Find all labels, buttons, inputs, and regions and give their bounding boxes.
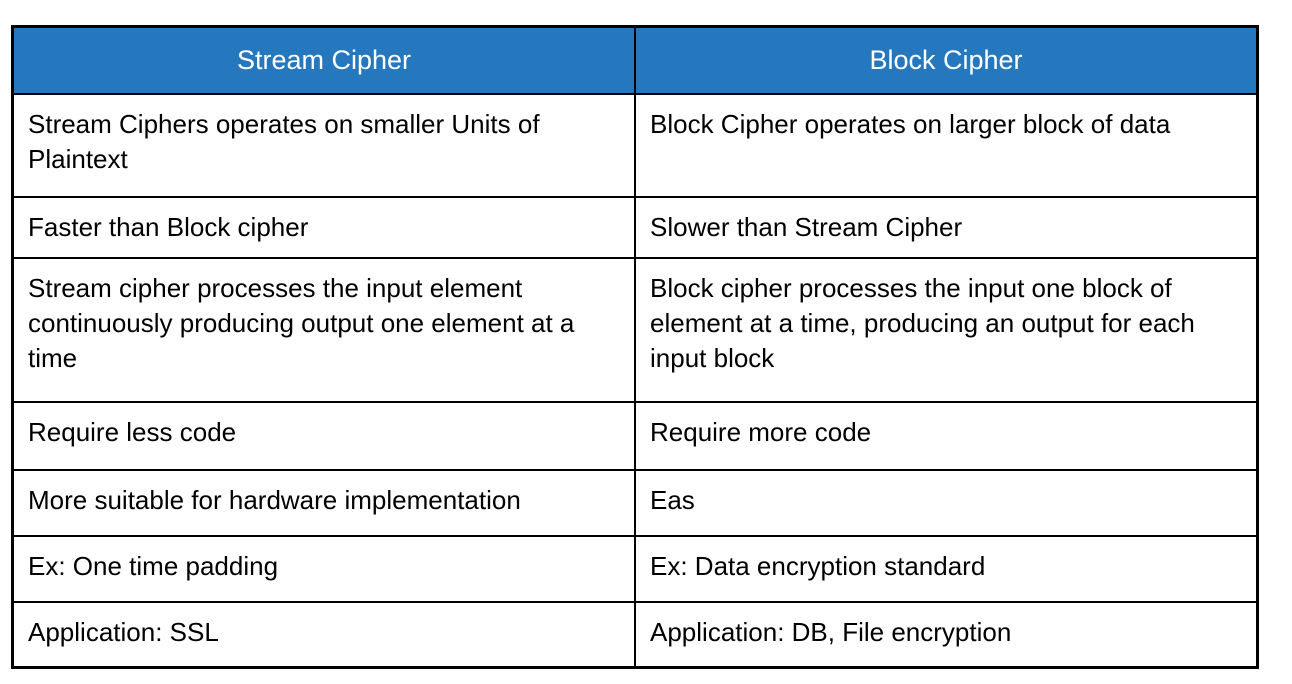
table-cell: Require less code — [11, 401, 636, 471]
header-cell-stream-cipher: Stream Cipher — [11, 25, 636, 95]
table-cell: Require more code — [634, 401, 1259, 471]
table-row: Faster than Block cipher Slower than Str… — [11, 196, 1259, 259]
table-cell: Slower than Stream Cipher — [634, 196, 1259, 259]
comparison-table: Stream Cipher Block Cipher Stream Cipher… — [11, 25, 1259, 669]
table-cell: More suitable for hardware implementatio… — [11, 469, 636, 537]
table-cell: Application: SSL — [11, 601, 636, 668]
table-row: Stream Ciphers operates on smaller Units… — [11, 93, 1259, 198]
table-cell: Eas — [634, 469, 1259, 537]
table-cell: Stream cipher processes the input elemen… — [11, 257, 636, 403]
table-cell: Ex: One time padding — [11, 535, 636, 603]
table-row: Require less code Require more code — [11, 401, 1259, 471]
table-row: More suitable for hardware implementatio… — [11, 469, 1259, 537]
header-cell-block-cipher: Block Cipher — [634, 25, 1259, 95]
table-row: Ex: One time padding Ex: Data encryption… — [11, 535, 1259, 603]
table-cell: Application: DB, File encryption — [634, 601, 1259, 668]
table-cell: Block Cipher operates on larger block of… — [634, 93, 1259, 198]
table-cell: Stream Ciphers operates on smaller Units… — [11, 93, 636, 198]
table-row: Application: SSL Application: DB, File e… — [11, 601, 1259, 668]
table-cell: Ex: Data encryption standard — [634, 535, 1259, 603]
table-cell: Faster than Block cipher — [11, 196, 636, 259]
table-cell: Block cipher processes the input one blo… — [634, 257, 1259, 403]
table-row: Stream cipher processes the input elemen… — [11, 257, 1259, 403]
table-header-row: Stream Cipher Block Cipher — [11, 25, 1259, 95]
